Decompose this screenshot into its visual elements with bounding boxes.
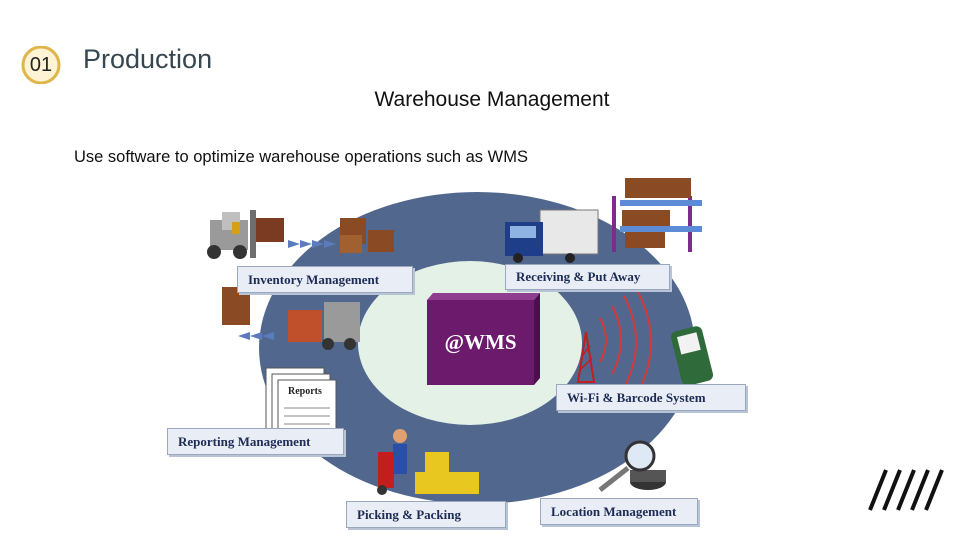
wifi-tower-icon	[576, 287, 652, 397]
section-title: Production	[83, 44, 213, 74]
inventory-management-label: Inventory Management	[237, 266, 413, 293]
receiving-putaway-label: Receiving & Put Away	[505, 264, 670, 290]
picking-packing-label: Picking & Packing	[346, 501, 506, 528]
outbound-boxes-icon	[222, 287, 360, 350]
magnifier-icon	[598, 440, 666, 492]
slide-title: Warehouse Management	[374, 88, 610, 111]
packed-boxes-icon	[415, 452, 479, 494]
decorative-stripes-icon	[868, 469, 944, 511]
inventory-outbound-arrow-icon	[238, 332, 274, 340]
wifi-barcode-label: Wi-Fi & Barcode System	[556, 384, 746, 411]
slide-subtitle: Use software to optimize warehouse opera…	[74, 148, 528, 166]
truck-icon	[505, 209, 599, 263]
barcode-scanner-icon	[670, 326, 714, 386]
reports-doc-title: Reports	[288, 386, 322, 397]
picking-worker-icon	[377, 429, 407, 495]
forklift-icon	[207, 210, 284, 259]
wms-center-label: @WMS	[444, 330, 517, 354]
inventory-inbound-arrow-icon	[288, 240, 336, 248]
section-number: 01	[29, 54, 53, 76]
shelving-rack-icon	[612, 178, 702, 252]
storage-boxes-icon	[340, 218, 394, 253]
location-management-label: Location Management	[540, 498, 698, 525]
wms-block	[427, 293, 540, 385]
reporting-management-label: Reporting Management	[167, 428, 344, 455]
section-number-badge	[21, 46, 61, 84]
